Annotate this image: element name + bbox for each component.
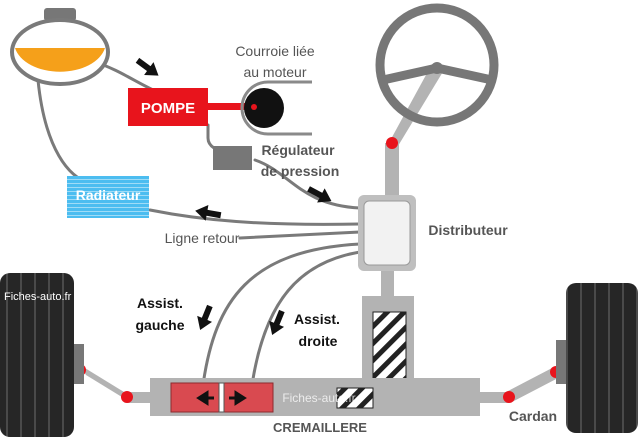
steering-column bbox=[385, 64, 444, 198]
steering-rack bbox=[127, 378, 509, 416]
regulator-label-line1: Régulateur bbox=[261, 142, 335, 158]
rack-label: CREMAILLERE bbox=[273, 420, 367, 435]
rack-gear-segment bbox=[336, 387, 374, 409]
belt-label-line1: Courroie liée bbox=[235, 43, 315, 59]
return-line-reservoir-radiator bbox=[36, 78, 90, 184]
pressure-regulator bbox=[213, 146, 252, 170]
radiator-label: Radiateur bbox=[76, 187, 141, 203]
arrow-assist-right bbox=[269, 309, 285, 336]
reservoir-fluid bbox=[15, 48, 105, 72]
pulley bbox=[244, 88, 284, 128]
line-assist-right bbox=[250, 250, 362, 387]
wheel-left-hub bbox=[74, 344, 84, 384]
assist-left-label-line2: gauche bbox=[135, 317, 184, 333]
pump: POMPE bbox=[128, 88, 253, 126]
pulley-hub bbox=[251, 104, 257, 110]
flow-arrows bbox=[135, 57, 332, 336]
regulator-label-line2: de pression bbox=[261, 163, 340, 179]
joint-left-rack bbox=[121, 391, 133, 403]
arrow-to-pump bbox=[135, 57, 159, 76]
rack-bar bbox=[127, 392, 509, 403]
steering-wheel bbox=[375, 3, 499, 127]
pump-label: POMPE bbox=[141, 100, 195, 117]
radiator: Radiateur bbox=[67, 176, 149, 218]
steering-wheel-rim bbox=[375, 3, 499, 127]
assist-right-label-line1: Assist. bbox=[294, 311, 340, 327]
assist-left-label-line1: Assist. bbox=[137, 295, 183, 311]
cardan-label: Cardan bbox=[509, 408, 557, 424]
fluid-reservoir bbox=[10, 8, 110, 86]
line-assist-left bbox=[201, 242, 362, 387]
assist-right-label-line2: droite bbox=[299, 333, 338, 349]
line-regulator-distributor bbox=[253, 158, 362, 210]
cylinder-piston bbox=[218, 382, 225, 413]
return-line-label: Ligne retour bbox=[165, 230, 240, 246]
line-distributor-extra bbox=[238, 230, 362, 240]
wheel-right-tire bbox=[566, 283, 638, 433]
watermark-left: Fiches-auto.fr bbox=[4, 291, 72, 303]
distributor-inner bbox=[363, 200, 411, 266]
tie-rod-left bbox=[80, 365, 130, 402]
radiator-body bbox=[67, 176, 149, 218]
line-radiator-distributor bbox=[148, 208, 362, 226]
belt-loop bbox=[240, 80, 312, 136]
hydraulic-lines bbox=[36, 60, 362, 387]
pump-shaft bbox=[205, 103, 253, 110]
reservoir-cap bbox=[44, 8, 76, 21]
arrow-return bbox=[195, 204, 222, 221]
wheel-right-hub bbox=[556, 340, 568, 384]
arrow-assist-left bbox=[197, 304, 213, 331]
wheel-right bbox=[556, 283, 638, 433]
column-upper-joint bbox=[386, 137, 398, 149]
wheel-left: Fiches-auto.fr bbox=[0, 273, 84, 437]
distributor-label: Distributeur bbox=[428, 222, 508, 238]
arrow-to-distributor bbox=[307, 186, 332, 203]
pump-body bbox=[128, 88, 208, 126]
steering-wheel-hub bbox=[431, 62, 443, 74]
column-shaft-angled bbox=[385, 64, 444, 150]
watermark-center: Fiches-auto.fr bbox=[282, 391, 355, 405]
piston-direction-arrows bbox=[196, 390, 247, 406]
column-shaft-vertical bbox=[385, 143, 399, 198]
pinion-gear bbox=[372, 311, 407, 391]
wheel-left-tire bbox=[0, 273, 74, 437]
drive-belt bbox=[240, 80, 312, 136]
joint-right-rack bbox=[503, 391, 515, 403]
distributor bbox=[358, 195, 416, 271]
belt-label-line2: au moteur bbox=[243, 64, 306, 80]
tie-rod-right bbox=[506, 367, 560, 402]
